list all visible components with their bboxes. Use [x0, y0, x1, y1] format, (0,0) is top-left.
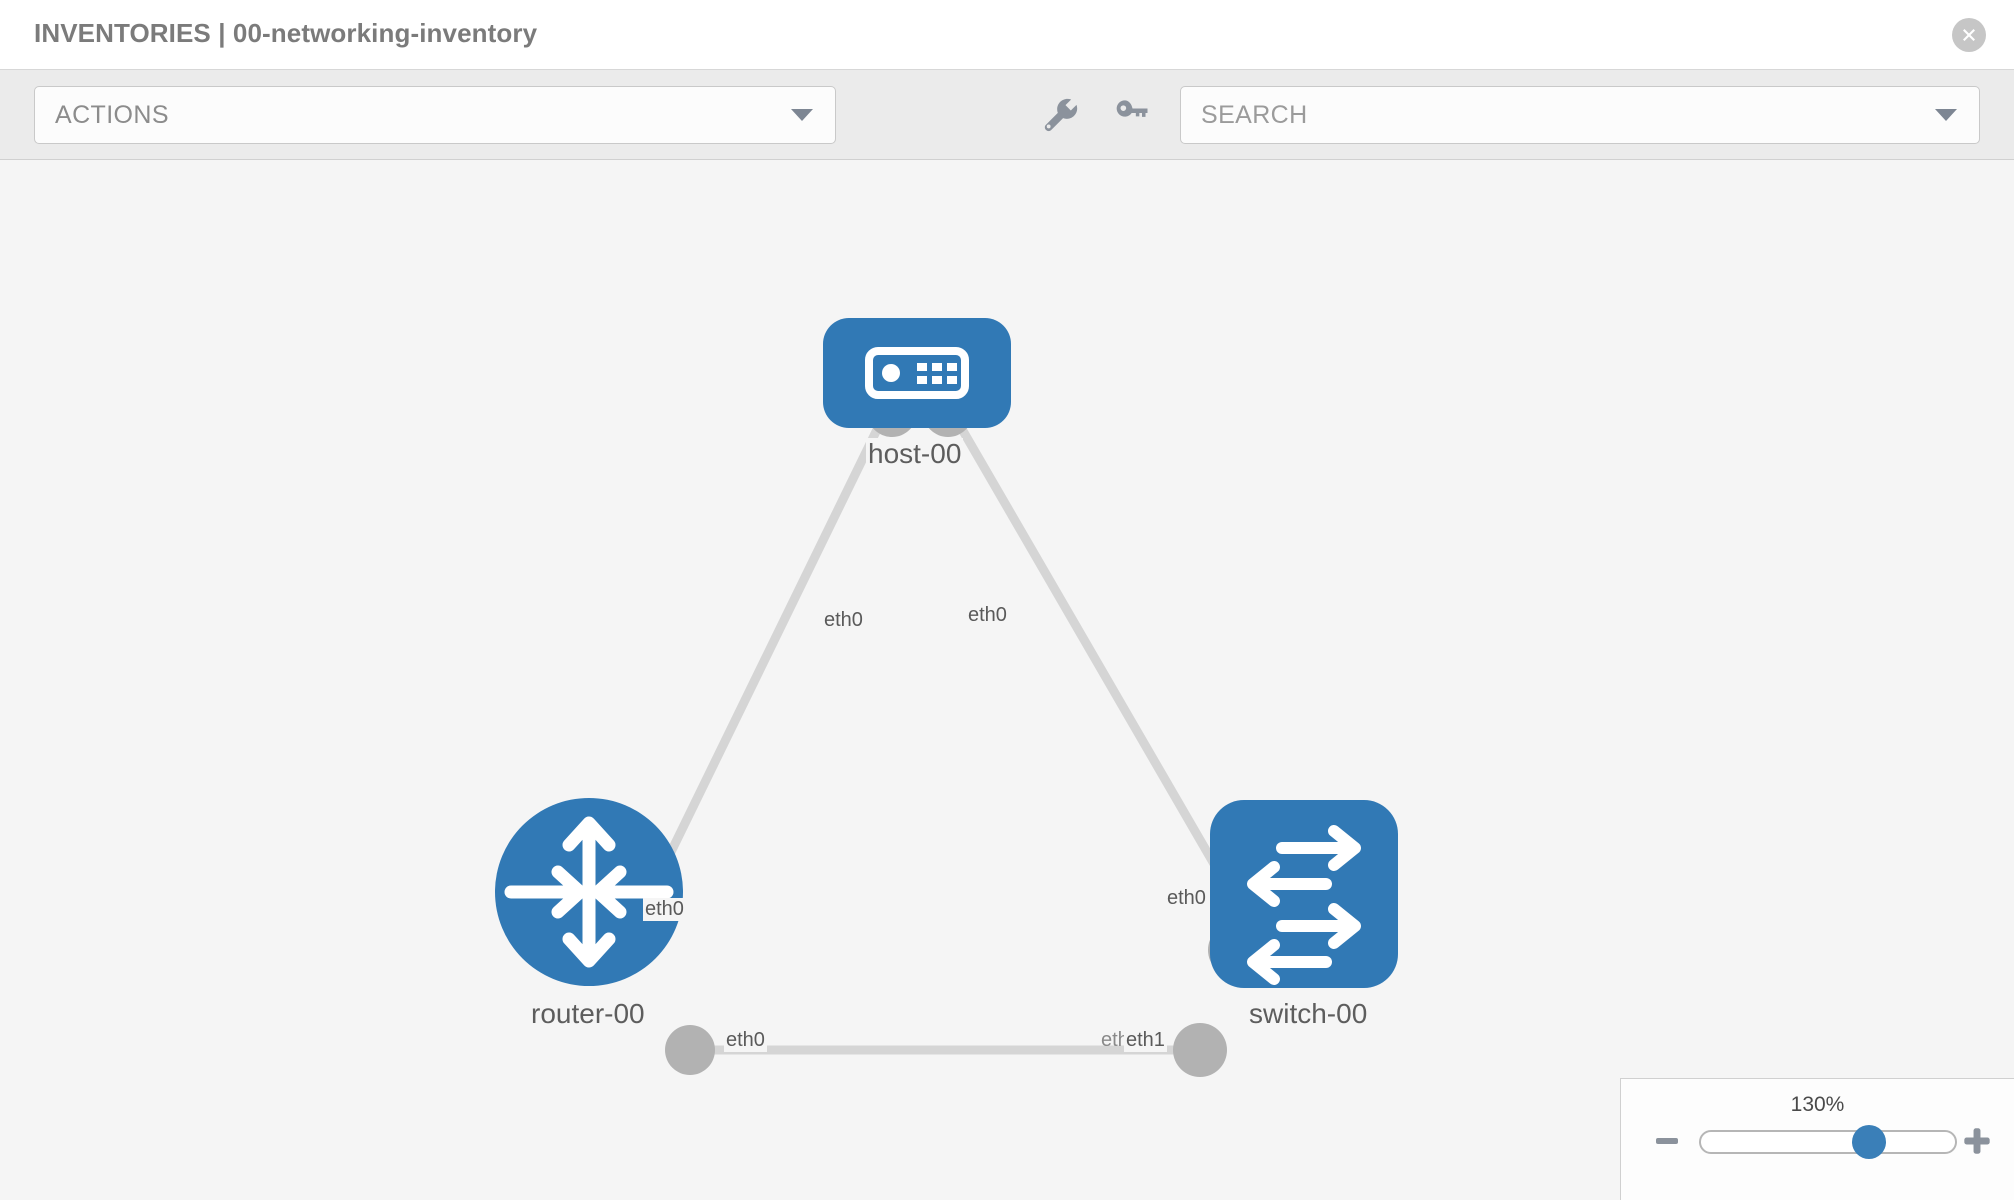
page-title: INVENTORIES | 00-networking-inventory: [34, 18, 538, 48]
key-icon: [1116, 100, 1148, 117]
zoom-slider-thumb[interactable]: [1851, 1125, 1886, 1159]
wrench-icon: [1044, 98, 1078, 132]
zoom-in-button[interactable]: [1961, 1125, 1993, 1157]
close-button[interactable]: [1952, 18, 1986, 52]
edge-label-host-eth0-left: eth0: [822, 609, 865, 632]
edge-host-router[interactable]: [645, 403, 894, 897]
edge-host-switch[interactable]: [944, 402, 1236, 898]
edge-label-host-eth0-right: eth0: [966, 604, 1009, 627]
edge-label-router-eth0-up: eth0: [643, 898, 686, 921]
edge-label-switch-eth0-up: eth0: [1165, 887, 1208, 910]
search-input[interactable]: SEARCH: [1180, 86, 1980, 144]
connector-switch-left[interactable]: [1173, 1023, 1227, 1077]
connector-router-right[interactable]: [665, 1025, 715, 1075]
zoom-slider-track[interactable]: [1699, 1125, 1957, 1159]
node-label-router-00: router-00: [529, 998, 647, 1030]
toolbar: ACTIONS SEARCH: [0, 70, 2014, 160]
graph-edges: [645, 402, 1236, 1055]
topology-graph: [495, 318, 1398, 1077]
node-label-switch-00: switch-00: [1247, 998, 1370, 1030]
node-label-host-00: host-00: [866, 438, 964, 470]
node-switch-00[interactable]: [1210, 800, 1398, 988]
actions-dropdown-label: ACTIONS: [55, 101, 169, 129]
zoom-percent-label: 130%: [1790, 1093, 1845, 1116]
search-placeholder: SEARCH: [1201, 101, 1308, 129]
server-icon: [865, 347, 969, 399]
actions-dropdown[interactable]: ACTIONS: [34, 86, 836, 144]
wrench-button[interactable]: [1040, 94, 1082, 136]
edge-label-switch-eth1: eth1: [1124, 1029, 1167, 1052]
topology-canvas[interactable]: host-00 router-00 switch-00 eth0 eth0 et…: [0, 160, 2014, 1200]
plus-icon: [1964, 1128, 1990, 1154]
page-header: INVENTORIES | 00-networking-inventory: [0, 0, 2014, 70]
graph-connectors: [665, 387, 1262, 1077]
key-button[interactable]: [1110, 94, 1152, 136]
minus-icon: [1656, 1138, 1678, 1144]
router-arrows-icon: [504, 816, 674, 968]
switch-arrows-icon: [1247, 825, 1361, 985]
node-router-00[interactable]: [495, 798, 683, 986]
chevron-down-icon: [791, 109, 813, 121]
close-icon: [1963, 29, 1975, 41]
edge-label-router-eth0-right: eth0: [724, 1029, 767, 1052]
node-host-00[interactable]: [823, 318, 1011, 428]
chevron-down-icon: [1935, 109, 1957, 121]
zoom-control: 130%: [1620, 1078, 2014, 1200]
zoom-out-button[interactable]: [1651, 1125, 1683, 1157]
